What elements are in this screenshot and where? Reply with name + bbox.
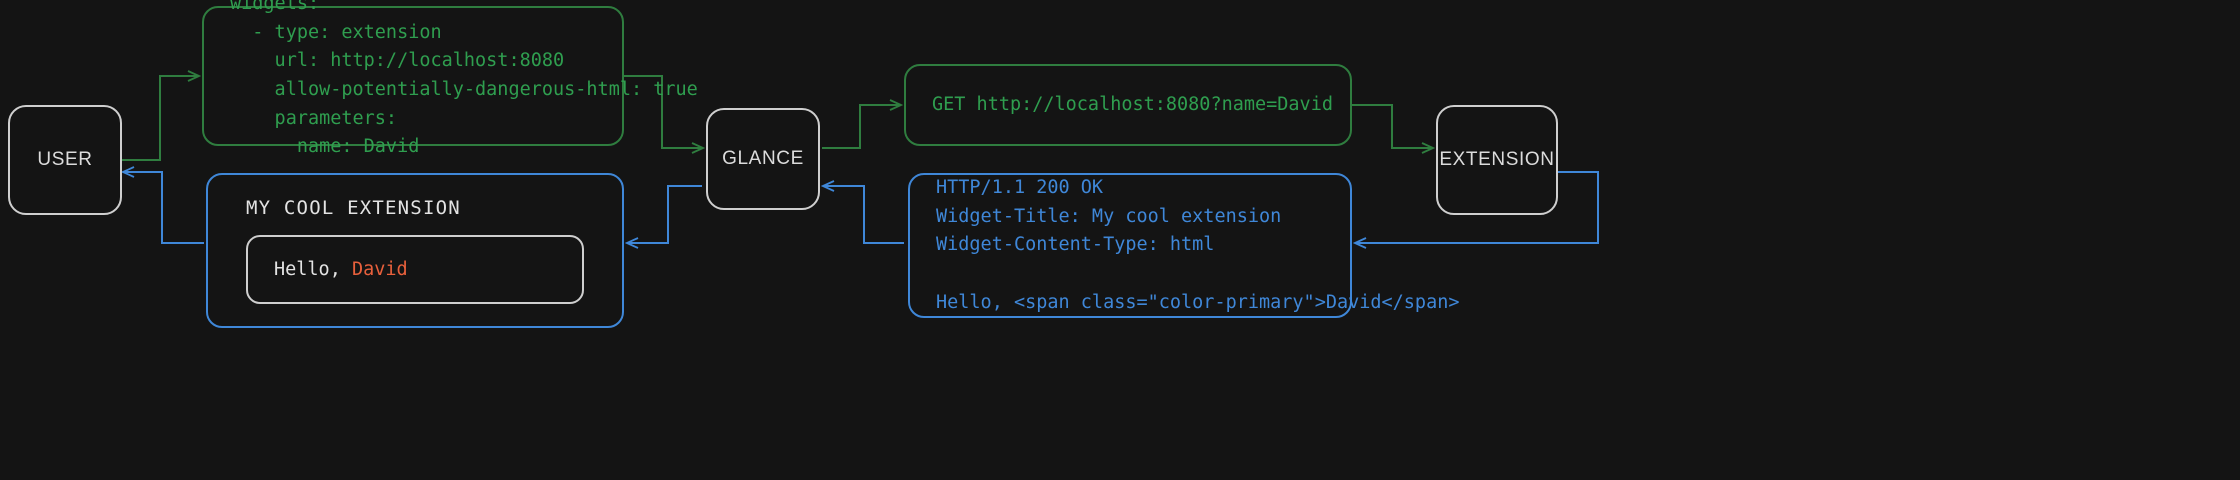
actor-glance[interactable]: GLANCE bbox=[706, 108, 820, 210]
http-response-line: Widget-Content-Type: html bbox=[936, 234, 1215, 256]
actor-user[interactable]: USER bbox=[8, 105, 122, 215]
rendered-widget-greeting: Hello, bbox=[274, 259, 352, 280]
message-config-yaml: widgets: - type: extension url: http://l… bbox=[202, 0, 698, 157]
config-yaml-line: name: David bbox=[230, 136, 420, 158]
config-yaml-line: parameters: bbox=[230, 107, 398, 129]
config-yaml-line: url: http://localhost:8080 bbox=[230, 50, 565, 72]
config-yaml-line: allow-potentially-dangerous-html: true bbox=[230, 79, 698, 100]
http-response-code: HTTP/1.1 200 OK Widget-Title: My cool ex… bbox=[936, 174, 1459, 317]
rendered-widget-title: MY COOL EXTENSION bbox=[246, 197, 461, 219]
actor-glance-label: GLANCE bbox=[722, 148, 804, 169]
config-yaml-code: widgets: - type: extension url: http://l… bbox=[230, 0, 698, 162]
message-rendered-widget: MY COOL EXTENSION Hello, David bbox=[206, 173, 624, 328]
actor-extension[interactable]: EXTENSION bbox=[1436, 105, 1558, 215]
config-yaml-line: widgets: bbox=[230, 0, 320, 14]
http-response-line: Widget-Title: My cool extension bbox=[936, 205, 1282, 227]
http-response-line: HTTP/1.1 200 OK bbox=[936, 176, 1104, 198]
actor-user-label: USER bbox=[37, 149, 93, 170]
http-response-line: Hello, <span class="color-primary">David… bbox=[936, 291, 1460, 313]
http-response-blank-line bbox=[936, 260, 1324, 289]
message-http-request: GET http://localhost:8080?name=David bbox=[904, 64, 1352, 146]
http-request-line: GET http://localhost:8080?name=David bbox=[932, 93, 1333, 115]
http-request-code: GET http://localhost:8080?name=David bbox=[932, 91, 1333, 120]
rendered-widget-name: David bbox=[351, 259, 408, 280]
rendered-widget-content-box: Hello, David bbox=[246, 235, 584, 304]
actor-extension-label: EXTENSION bbox=[1439, 149, 1555, 170]
message-http-response: HTTP/1.1 200 OK Widget-Title: My cool ex… bbox=[908, 173, 1459, 318]
config-yaml-line: - type: extension bbox=[230, 21, 442, 43]
